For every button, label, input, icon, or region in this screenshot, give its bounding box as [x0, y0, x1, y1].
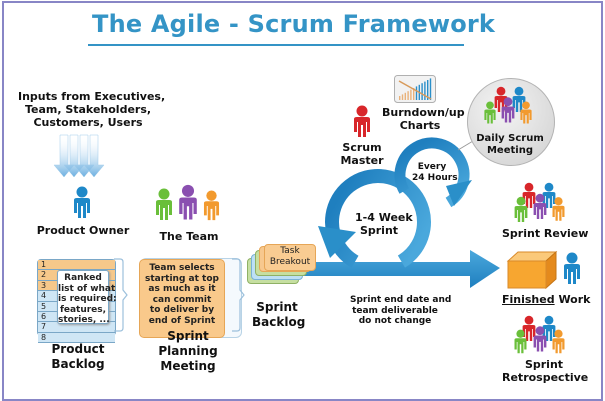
- label-line: Sprint: [359, 224, 399, 237]
- review-person-orange-icon: [551, 196, 566, 223]
- finished-word: Finished: [502, 293, 555, 306]
- note-line: team deliverable: [352, 305, 438, 316]
- label-line: Planning: [158, 344, 218, 358]
- burndown-bar: [410, 89, 412, 100]
- label-line: Sprint: [524, 358, 564, 371]
- label-line: Backlog: [252, 315, 306, 329]
- sprint-planning-label: Sprint Planning Meeting: [146, 329, 230, 374]
- burndown-bar: [413, 88, 415, 100]
- inputs-line: Team, Stakeholders,: [24, 103, 152, 116]
- note-line: is required:: [58, 294, 117, 304]
- inputs-label: Inputs from Executives, Team, Stakeholde…: [18, 90, 166, 129]
- burndown-bar: [399, 96, 401, 100]
- task-breakout-card: Task Breakout: [264, 244, 316, 271]
- review-person-purple-icon: [532, 192, 548, 222]
- label-line: Retrospective: [502, 371, 589, 384]
- burndown-bar: [421, 83, 423, 100]
- sprint-planning-note: Team selects starting at top as much as …: [139, 259, 225, 338]
- daily-scrum-label: Daily Scrum Meeting: [476, 133, 544, 157]
- daily-scrum-person-green-icon: [483, 101, 497, 125]
- daily-scrum-person-purple-icon: [500, 96, 516, 125]
- sprint-cycle-label: 1-4 Week Sprint: [355, 211, 413, 237]
- burndown-bar: [404, 92, 406, 100]
- burndown-bar: [427, 80, 429, 100]
- sprint-cycle-arrowhead: [318, 226, 356, 258]
- note-line: starting at top: [145, 273, 219, 284]
- note-line: do not change: [358, 316, 432, 326]
- main-flow-arrow: [270, 250, 500, 288]
- note-line: list of what: [58, 283, 116, 294]
- inputs-line: Customers, Users: [33, 116, 143, 129]
- backlog-row: 7: [38, 322, 115, 333]
- card-line: Task: [280, 246, 300, 256]
- finished-work-box-icon: [506, 250, 558, 290]
- daily-cycle-arrowhead: [446, 180, 472, 206]
- label-line: Scrum: [342, 141, 382, 154]
- product-owner-label: Product Owner: [36, 224, 130, 237]
- scrum-master-icon: [352, 105, 372, 139]
- note-line: Team selects: [149, 263, 215, 273]
- backlog-row: 8: [38, 332, 115, 344]
- note-line: stories, ...: [58, 315, 110, 325]
- note-line: Sprint end date and: [350, 295, 452, 305]
- planning-bracket-icon: [232, 258, 245, 332]
- note-line: to deliver by: [149, 305, 215, 315]
- label-line: Meeting: [160, 359, 216, 373]
- burndown-bar: [429, 78, 432, 100]
- review-person-green-icon: [513, 196, 529, 224]
- label-line: Master: [340, 154, 384, 167]
- daily-cycle-label: Every 24 Hours: [412, 162, 458, 183]
- burndown-bar: [415, 86, 418, 100]
- label-line: 1-4 Week: [355, 211, 413, 224]
- sprint-review-label: Sprint Review: [502, 227, 589, 240]
- burndown-chart-icon: [394, 75, 436, 103]
- burndown-bar: [401, 94, 404, 100]
- retro-person-orange-icon: [551, 329, 566, 355]
- burndown-bar: [424, 81, 426, 100]
- label-line: Burndown/up: [382, 106, 465, 119]
- inputs-line: Inputs from Executives,: [18, 90, 166, 103]
- retro-person-green-icon: [513, 329, 528, 355]
- title-underline: [88, 44, 464, 46]
- finished-work-label: Finished Work: [502, 293, 590, 306]
- diagram-title: The Agile - Scrum Framework: [92, 10, 496, 38]
- label-line: Every: [417, 162, 447, 172]
- daily-cycle-ring: [394, 137, 470, 213]
- product-backlog-label: Product Backlog: [40, 342, 116, 372]
- note-line: features,: [59, 304, 107, 315]
- daily-scrum-person-orange-icon: [519, 101, 533, 125]
- backlog-bracket-icon: [114, 258, 128, 332]
- note-line: Ranked: [64, 273, 102, 283]
- burndown-bar: [407, 91, 409, 100]
- retro-person-purple-icon: [532, 325, 548, 354]
- note-line: as much as it: [148, 284, 216, 294]
- label-line: 24 Hours: [412, 172, 458, 183]
- label-line: Daily Scrum: [476, 133, 544, 144]
- label-line: Meeting: [486, 145, 533, 156]
- label-line: Sprint: [167, 329, 209, 343]
- backlog-row: 1: [38, 260, 115, 271]
- the-team-label: The Team: [159, 230, 219, 243]
- label-line: Product: [51, 342, 105, 356]
- note-line: end of Sprint: [148, 315, 216, 326]
- scrum-master-label: Scrum Master: [340, 141, 384, 167]
- input-arrows-icon: [53, 134, 105, 178]
- note-line: can commit: [152, 294, 212, 305]
- sprint-backlog-label: Sprint Backlog: [252, 300, 306, 330]
- work-word: Work: [554, 293, 591, 306]
- burndown-label: Burndown/up Charts: [382, 106, 465, 132]
- finished-work-person-icon: [562, 252, 582, 286]
- label-line: Charts: [399, 119, 441, 132]
- sprint-rule-note: Sprint end date and team deliverable do …: [350, 295, 452, 327]
- label-line: Backlog: [51, 357, 105, 371]
- product-backlog-note: Ranked list of what is required: feature…: [57, 270, 117, 325]
- label-line: Sprint: [256, 300, 298, 314]
- sprint-retrospective-label: Sprint Retrospective: [502, 358, 589, 384]
- card-line: Breakout: [269, 256, 311, 267]
